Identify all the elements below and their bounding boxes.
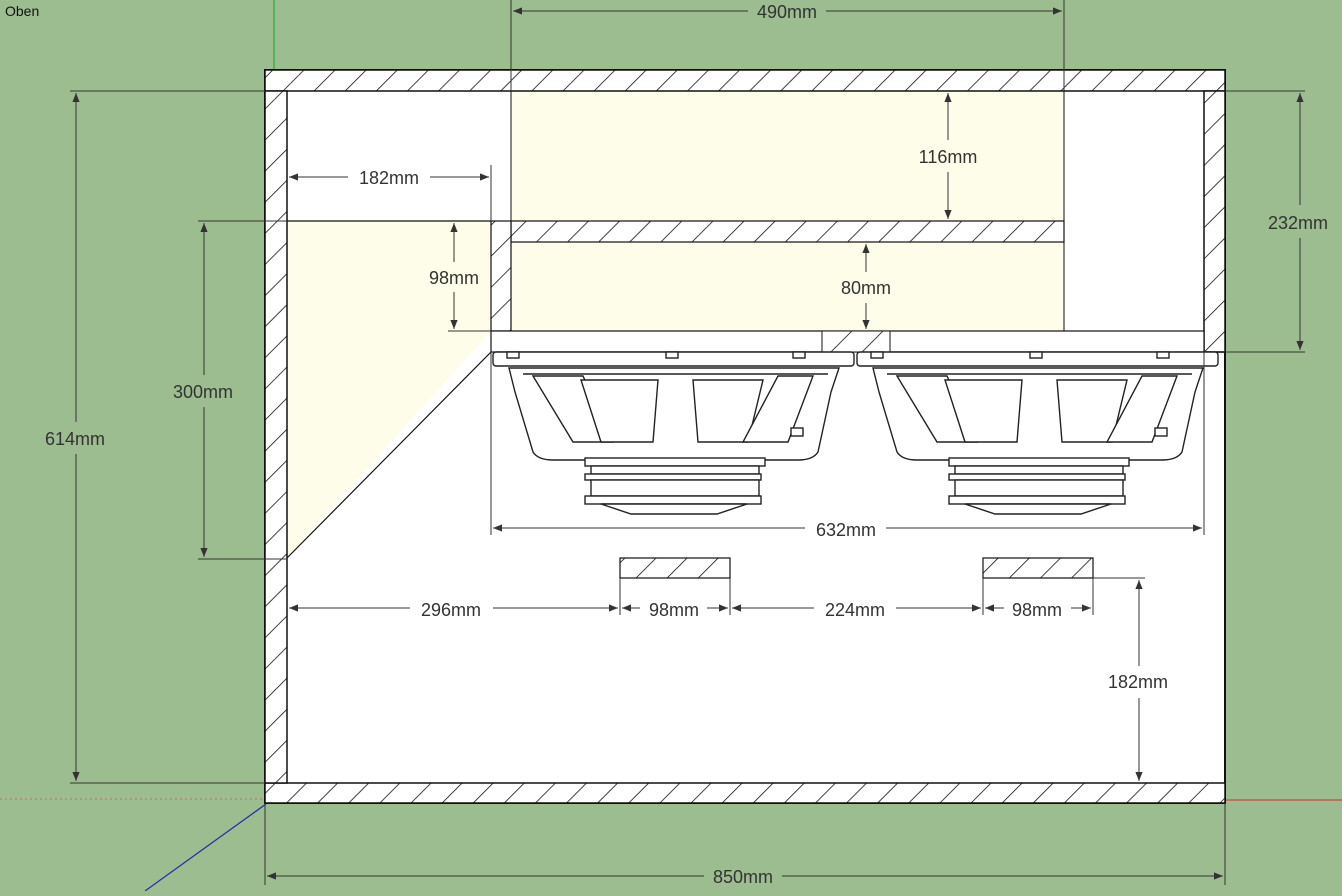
brace-right	[982, 557, 1094, 579]
baffle-hatch-section	[821, 330, 891, 353]
bottom-panel	[264, 782, 1226, 804]
dim-shelf-gap: 80mm	[841, 278, 891, 298]
speaker-graphic	[492, 351, 855, 515]
speaker-graphic	[856, 351, 1219, 515]
dim-port-length: 300mm	[173, 382, 233, 402]
dim-brace-spacing: 224mm	[825, 600, 885, 620]
port-fill	[287, 221, 491, 558]
dim-total-height: 614mm	[45, 429, 105, 449]
inner-shelf	[510, 220, 1065, 243]
left-panel	[264, 90, 288, 784]
chamber-mid-fill	[511, 242, 1064, 331]
subwoofer-right[interactable]	[856, 351, 1219, 515]
dim-left-offset: 182mm	[359, 168, 419, 188]
dim-total-width: 850mm	[713, 867, 773, 887]
subwoofer-left[interactable]	[492, 351, 855, 515]
top-panel	[264, 69, 1226, 92]
dim-top-width: 490mm	[757, 2, 817, 22]
dim-upper-depth: 116mm	[919, 147, 978, 167]
brace-left	[619, 557, 731, 579]
port-wall-diagonal	[286, 351, 492, 559]
dim-bottom-clearance: 182mm	[1108, 672, 1168, 692]
dim-brace-b-width: 98mm	[1012, 600, 1062, 620]
dim-speaker-span: 632mm	[816, 520, 876, 540]
enclosure-box[interactable]	[264, 69, 1226, 804]
dim-port-height: 98mm	[429, 268, 479, 288]
dim-left-spacing: 296mm	[421, 600, 481, 620]
dimensions	[70, 0, 1305, 885]
dim-right-height: 232mm	[1268, 213, 1328, 233]
port-divider	[490, 220, 512, 332]
right-panel	[1203, 90, 1226, 353]
blue-axis	[144, 803, 267, 892]
dim-brace-a-width: 98mm	[649, 600, 699, 620]
dimension-labels: 490mm 116mm 182mm 232mm 98mm 80mm 300mm …	[45, 2, 1328, 887]
chamber-top-fill	[511, 91, 1064, 221]
view-label: Oben	[5, 3, 40, 19]
